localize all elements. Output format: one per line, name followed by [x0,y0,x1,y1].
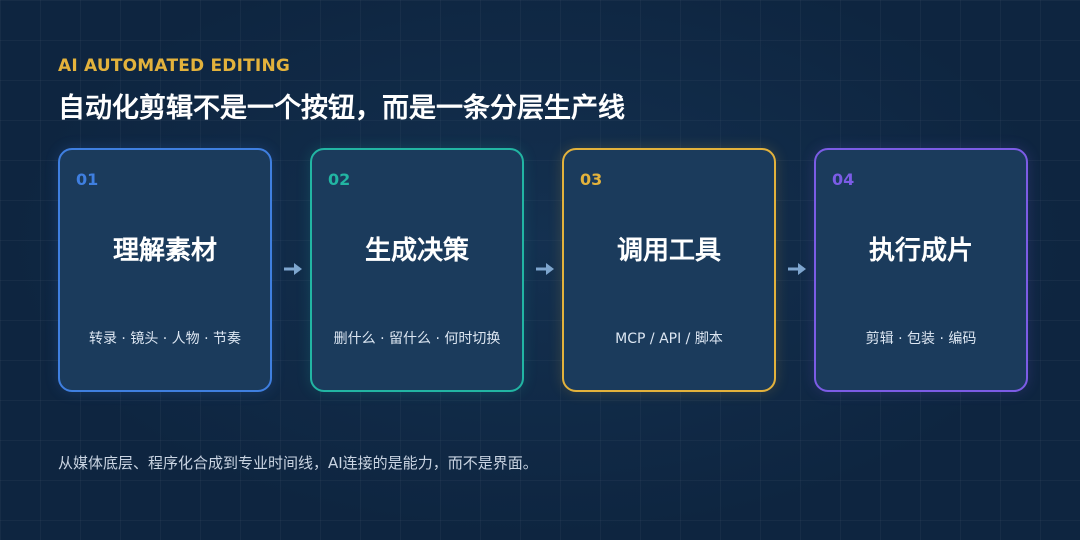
step-flow: 01 理解素材 转录 · 镜头 · 人物 · 节奏 02 生成决策 删什么 · … [58,148,1033,396]
step-subtitle: 删什么 · 留什么 · 何时切换 [333,331,501,347]
step-card-render: 04 执行成片 剪辑 · 包装 · 编码 [814,148,1028,392]
step-card-understand: 01 理解素材 转录 · 镜头 · 人物 · 节奏 [58,148,272,392]
step-subtitle: MCP / API / 脚本 [615,331,723,347]
step-number: 02 [328,170,351,189]
step-number: 04 [832,170,855,189]
step-title: 执行成片 [868,236,973,266]
page-title: 自动化剪辑不是一个按钮，而是一条分层生产线 [58,93,625,124]
step-number: 01 [76,170,99,189]
step-card-decide: 02 生成决策 删什么 · 留什么 · 何时切换 [310,148,524,392]
footer-caption: 从媒体底层、程序化合成到专业时间线，AI连接的是能力，而不是界面。 [58,454,538,472]
eyebrow-label: AI AUTOMATED EDITING [58,56,291,76]
arrow-right-icon [788,263,806,275]
step-number: 03 [580,170,603,189]
step-subtitle: 转录 · 镜头 · 人物 · 节奏 [88,331,242,347]
arrow-right-icon [284,263,302,275]
step-card-tools: 03 调用工具 MCP / API / 脚本 [562,148,776,392]
step-title: 生成决策 [364,236,469,266]
step-title: 理解素材 [112,236,217,266]
step-title: 调用工具 [616,236,721,266]
step-subtitle: 剪辑 · 包装 · 编码 [865,331,977,347]
arrow-right-icon [536,263,554,275]
